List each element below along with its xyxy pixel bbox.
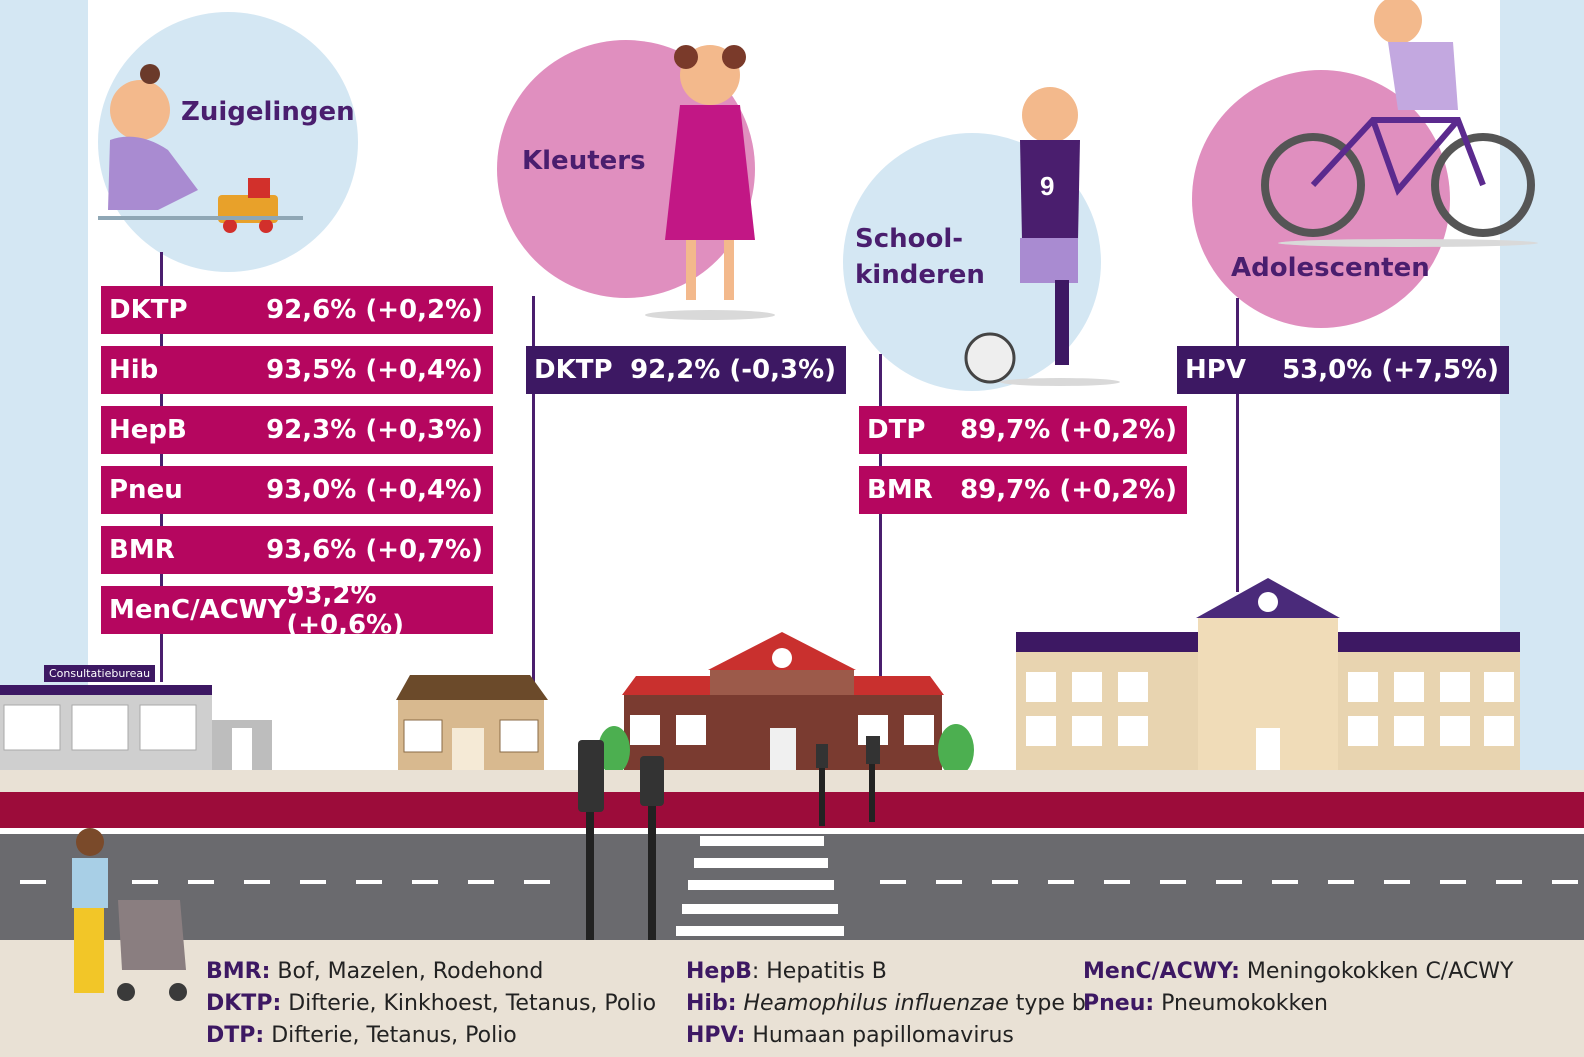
rate-bar-zuigelingen-dktp: DKTP 92,6% (+0,2%) (101, 286, 493, 334)
legend-item-dtp: DTP: Difterie, Tetanus, Polio (206, 1023, 517, 1048)
vaccine-name: DTP (867, 415, 926, 445)
vaccine-name: Pneu (109, 475, 183, 505)
vaccine-rate: 53,0% (+7,5%) (1282, 355, 1499, 385)
legend-column-2: HepB: Hepatitis B Hib: Heamophilus influ… (686, 956, 1086, 1052)
legend-item-pneu: Pneu: Pneumokokken (1083, 991, 1328, 1016)
vaccine-name: DKTP (534, 355, 613, 385)
toddler-girl-illustration (645, 45, 775, 320)
rate-bar-zuigelingen-hepb: HepB 92,3% (+0,3%) (101, 406, 493, 454)
vaccine-rate: 93,6% (+0,7%) (266, 535, 483, 565)
vaccine-name: BMR (867, 475, 933, 505)
legend-item-dktp: DKTP: Difterie, Kinkhoest, Tetanus, Poli… (206, 991, 657, 1016)
rate-bar-schoolkinderen-dtp: DTP 89,7% (+0,2%) (859, 406, 1187, 454)
vaccine-rate: 89,7% (+0,2%) (960, 415, 1177, 445)
vaccine-rate: 92,3% (+0,3%) (266, 415, 483, 445)
jersey-number: 9 (1040, 171, 1054, 201)
vaccine-rate: 92,2% (-0,3%) (630, 355, 836, 385)
rate-bar-zuigelingen-hib: Hib 93,5% (+0,4%) (101, 346, 493, 394)
vaccine-name: Hib (109, 355, 159, 385)
vaccine-name: HPV (1185, 355, 1246, 385)
legend-column-1: BMR: Bof, Mazelen, Rodehond DKTP: Difter… (206, 956, 656, 1052)
connector-line-kleuters (532, 296, 535, 686)
building-sign: Consultatiebureau (44, 665, 156, 682)
legend-item-hpv: HPV: Humaan papillomavirus (686, 1023, 1014, 1048)
vaccine-rate: 93,5% (+0,4%) (266, 355, 483, 385)
legend-item-hib: Hib: Heamophilus influenzae type b (686, 991, 1086, 1016)
rate-bar-zuigelingen-bmr: BMR 93,6% (+0,7%) (101, 526, 493, 574)
connector-line-adolescenten (1236, 298, 1239, 592)
schoolchild-soccer-illustration: 9 (964, 87, 1120, 386)
mother-with-stroller-illustration (72, 828, 187, 1001)
vaccine-rate: 93,0% (+0,4%) (266, 475, 483, 505)
adolescent-cyclist-illustration (1261, 0, 1538, 247)
group-label-kleuters: Kleuters (522, 146, 646, 176)
group-label-schoolkinderen: School- kinderen (855, 224, 985, 290)
rate-bar-zuigelingen-menc-acwy: MenC/ACWY 93,2% (+0,6%) (101, 580, 493, 640)
legend-item-bmr: BMR: Bof, Mazelen, Rodehond (206, 959, 544, 984)
vaccine-rate: 93,2% (+0,6%) (286, 580, 404, 640)
legend-item-hepb: HepB: Hepatitis B (686, 959, 887, 984)
vaccine-name: HepB (109, 415, 187, 445)
rate-bar-adolescenten-hpv: HPV 53,0% (+7,5%) (1177, 346, 1509, 394)
baby-illustration (98, 64, 303, 233)
vaccine-rate: 92,6% (+0,2%) (266, 295, 483, 325)
legend-column-3: MenC/ACWY: Meningokokken C/ACWY Pneu: Pn… (1083, 956, 1513, 1020)
rate-bar-schoolkinderen-bmr: BMR 89,7% (+0,2%) (859, 466, 1187, 514)
legend-band (0, 940, 1584, 1057)
left-sky-panel (0, 0, 88, 790)
adolescenten-circle (1192, 70, 1450, 328)
rate-bar-kleuters-dktp: DKTP 92,2% (-0,3%) (526, 346, 846, 394)
vaccine-rate: 89,7% (+0,2%) (960, 475, 1177, 505)
vaccine-name: DKTP (109, 295, 188, 325)
street-scene-illustration (0, 578, 1584, 940)
vaccine-name: BMR (109, 535, 175, 565)
connector-line-schoolkinderen (879, 354, 882, 676)
rate-bar-zuigelingen-pneu: Pneu 93,0% (+0,4%) (101, 466, 493, 514)
vaccine-name: MenC/ACWY (109, 595, 287, 625)
group-label-adolescenten: Adolescenten (1231, 253, 1430, 283)
legend-item-menc-acwy: MenC/ACWY: Meningokokken C/ACWY (1083, 959, 1514, 984)
group-label-zuigelingen: Zuigelingen (181, 97, 355, 127)
